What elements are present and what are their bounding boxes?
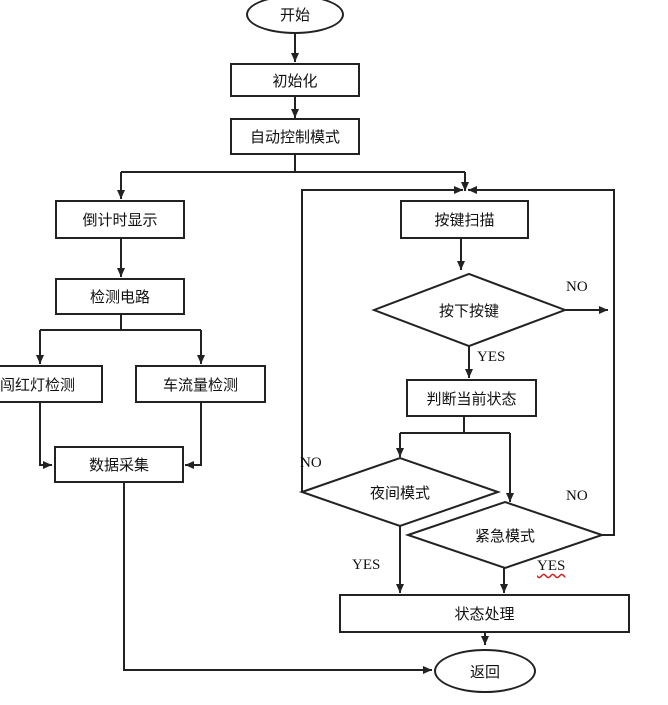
night-mode-text: 夜间模式	[370, 484, 430, 502]
auto-mode-box: 自动控制模式	[230, 118, 360, 155]
key-pressed-decision	[371, 272, 568, 348]
key-pressed-text: 按下按键	[439, 302, 499, 320]
edge-emergency-no-loop	[468, 186, 615, 536]
edge-collect-return	[123, 482, 432, 674]
data-collect-box: 数据采集	[54, 446, 184, 483]
detect-circuit-box: 检测电路	[55, 278, 185, 315]
no-label-key: NO	[566, 279, 588, 295]
init-box: 初始化	[230, 63, 360, 97]
edge-traffic-collect	[185, 402, 202, 469]
traffic-detect-box: 车流量检测	[135, 365, 266, 403]
start-terminator: 开始	[246, 0, 344, 34]
yes-label-key: YES	[477, 349, 506, 365]
key-scan-box: 按键扫描	[400, 200, 529, 239]
no-label-night: NO	[300, 455, 322, 471]
no-label-emergency: NO	[566, 488, 588, 504]
countdown-box: 倒计时显示	[55, 200, 185, 239]
return-terminator: 返回	[434, 649, 536, 693]
yes-label-night: YES	[352, 557, 381, 573]
emergency-mode-decision	[404, 500, 606, 570]
emergency-mode-text: 紧急模式	[475, 527, 535, 545]
edge-night-no-loop	[301, 186, 463, 492]
night-mode-decision	[298, 456, 502, 528]
yes-label-emergency: YES	[537, 558, 566, 574]
judge-state-box: 判断当前状态	[406, 379, 537, 417]
edge-redlight-collect	[39, 402, 52, 469]
state-process-box: 状态处理	[339, 594, 630, 633]
red-light-detect-box: 闯红灯检测	[0, 365, 103, 403]
